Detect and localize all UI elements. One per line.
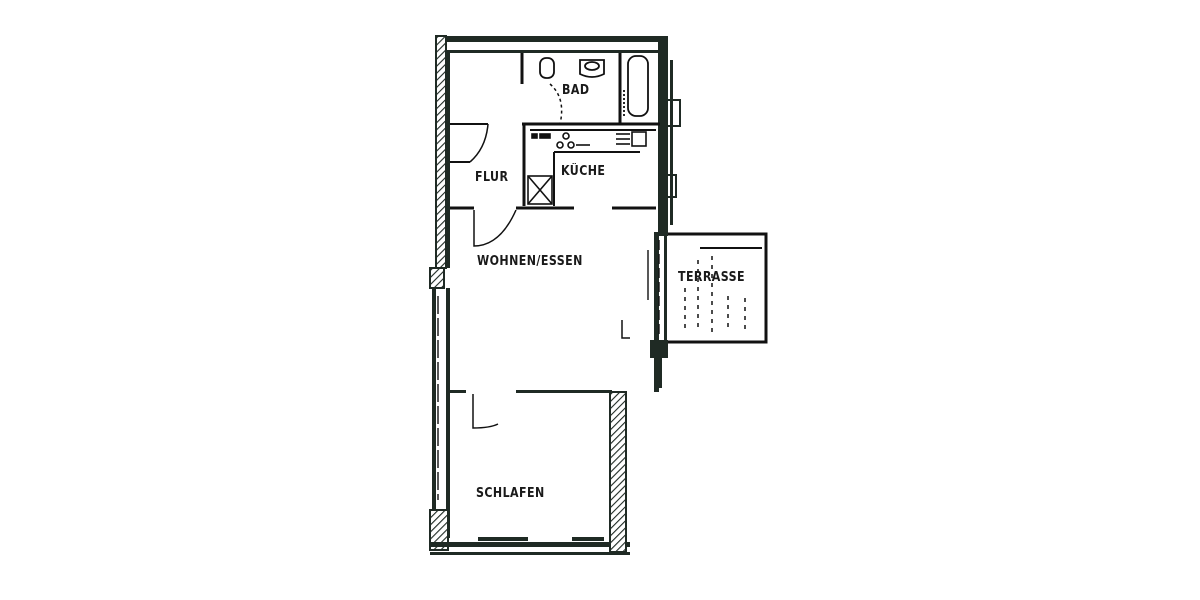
bathroom-fixtures	[539, 55, 649, 118]
room-label-wohnen-essen: WOHNEN/ESSEN	[477, 254, 583, 269]
kitchen-fixtures	[527, 131, 647, 205]
terrace-outline	[668, 232, 768, 344]
room-label-schlafen: SCHLAFEN	[476, 486, 545, 501]
door-swings	[469, 83, 630, 429]
window-lines	[437, 240, 660, 500]
room-label-kueche: KÜCHE	[561, 164, 606, 179]
exterior-walls	[429, 35, 681, 555]
room-label-bad: BAD	[562, 83, 590, 98]
room-label-flur: FLUR	[475, 170, 509, 185]
room-label-terrasse: TERRASSE	[678, 270, 746, 285]
interior-walls	[450, 53, 660, 210]
